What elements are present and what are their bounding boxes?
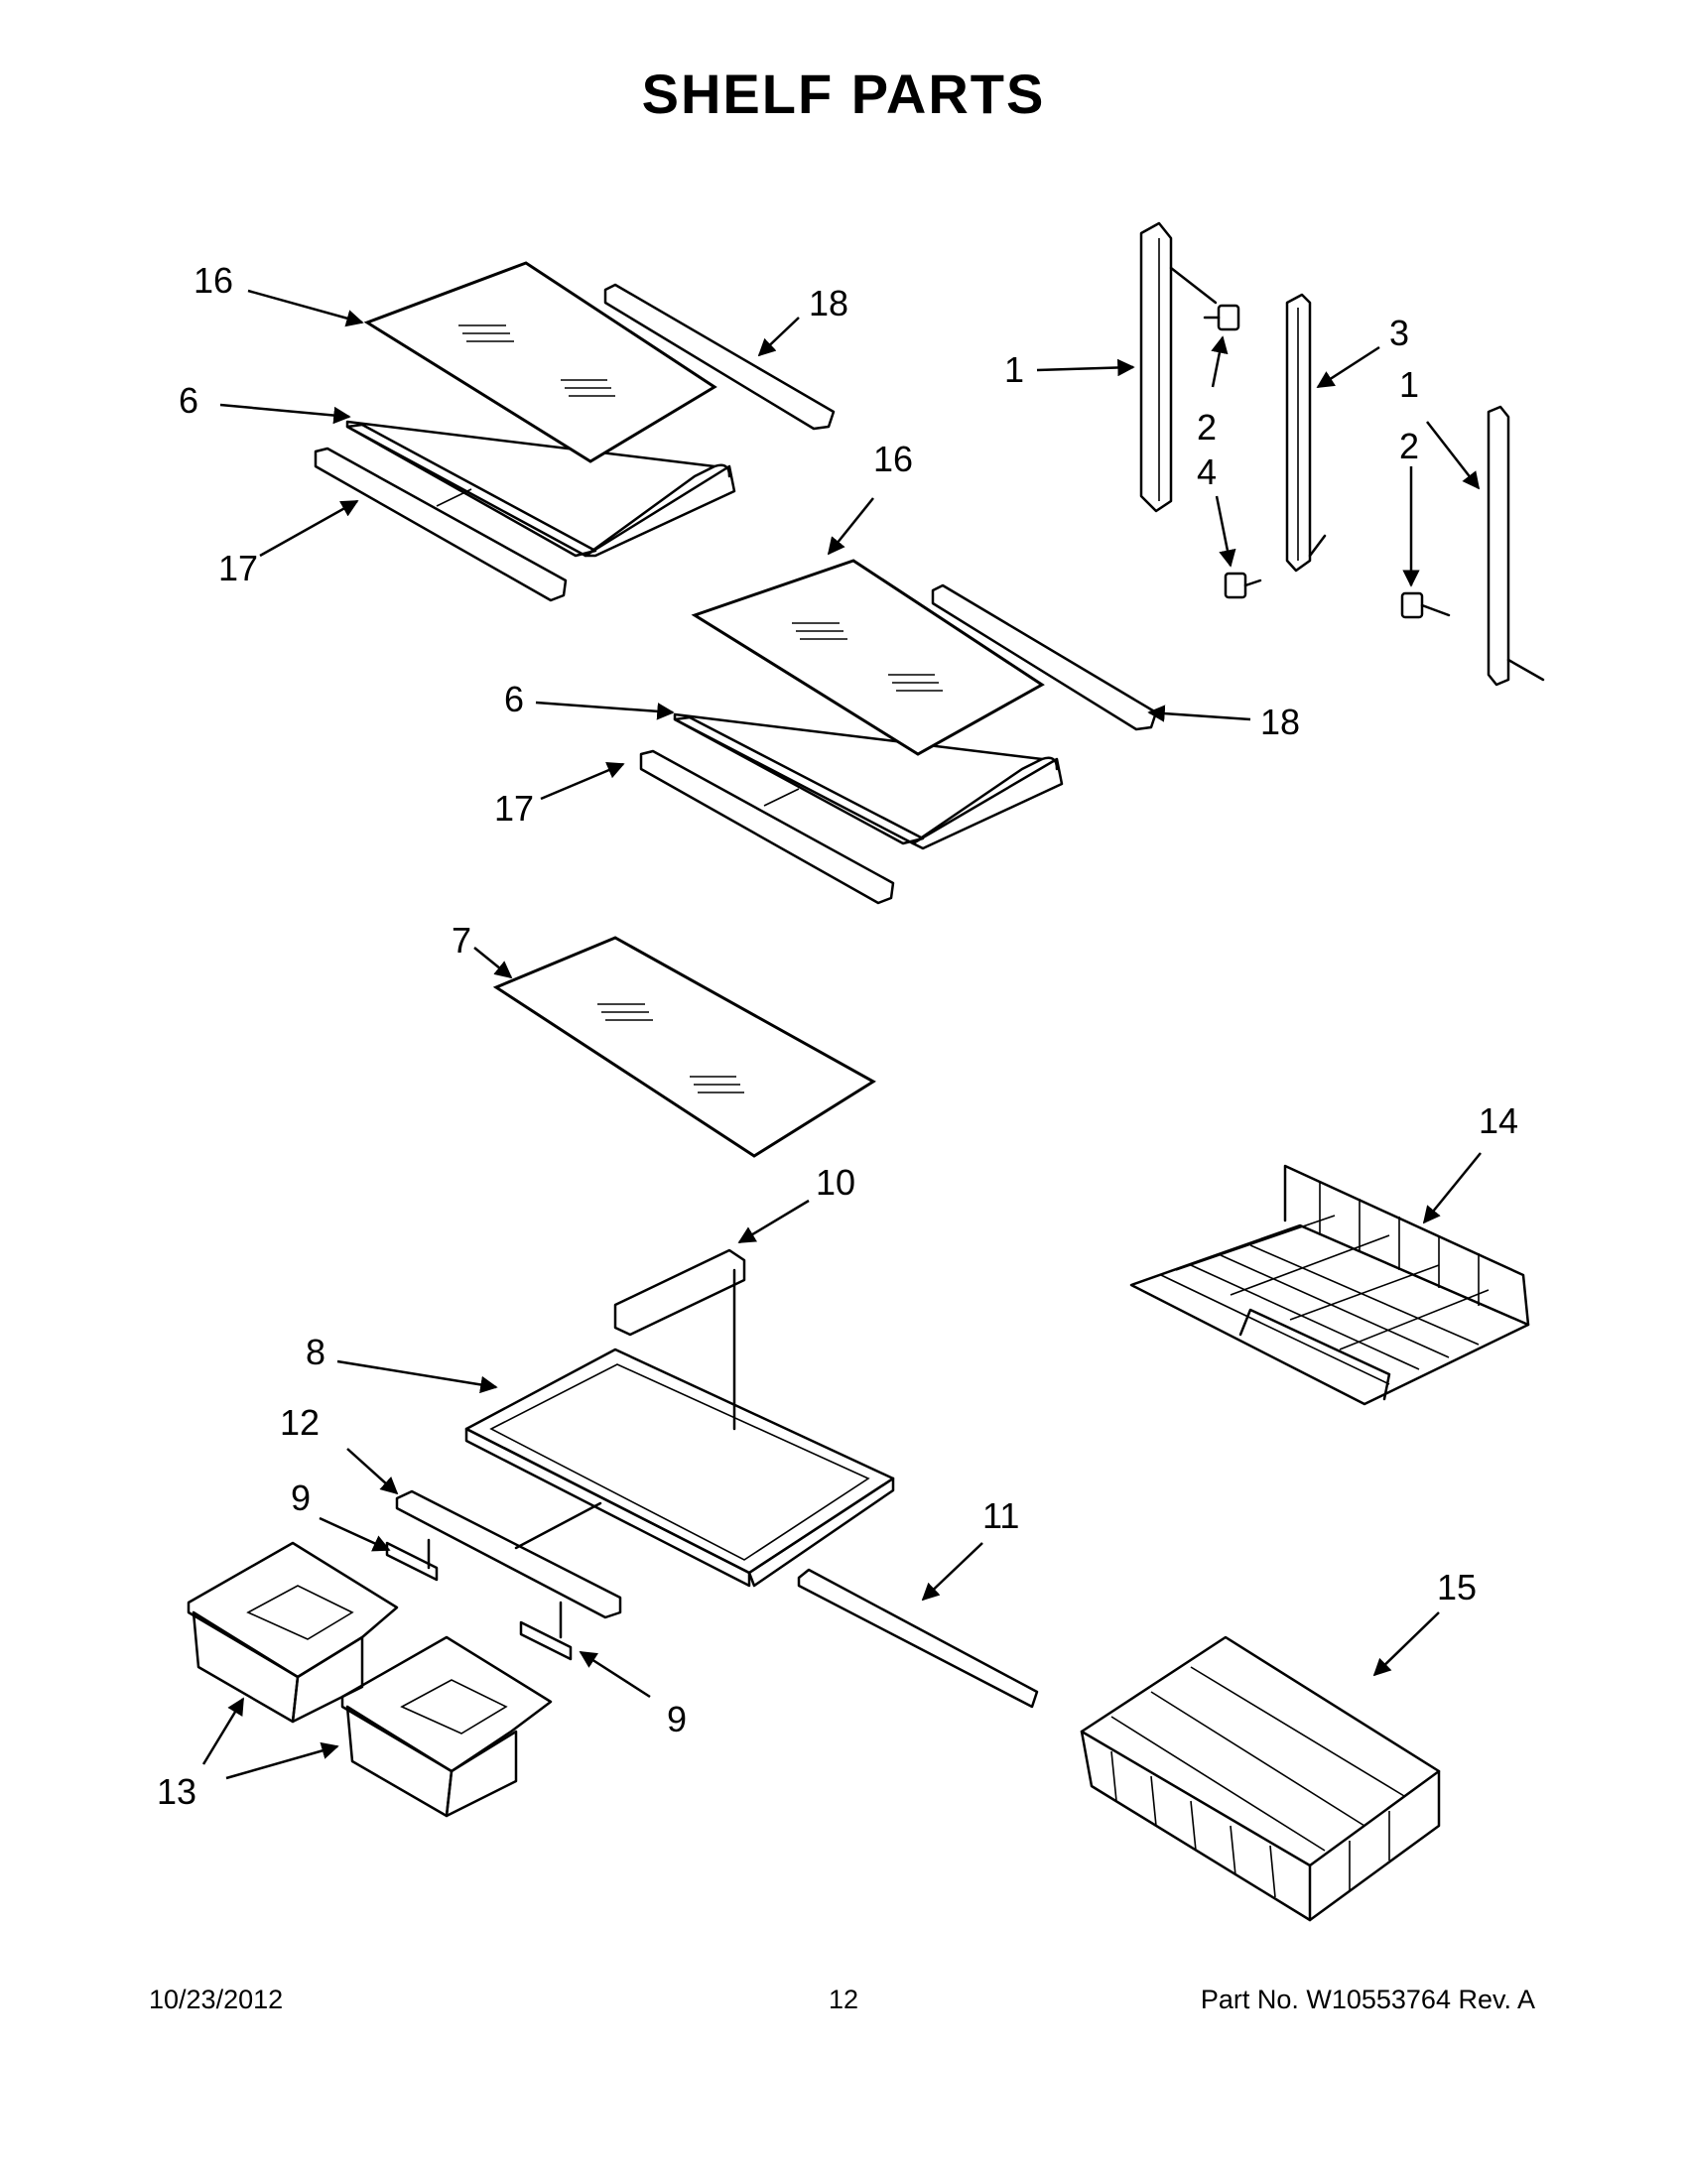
callout-16-middle: 16 <box>873 439 913 479</box>
upper-shelf-rear-trim <box>603 283 836 431</box>
callout-17-upper: 17 <box>218 548 258 588</box>
callout-2-right: 2 <box>1399 426 1419 466</box>
callout-4: 4 <box>1197 451 1217 492</box>
left-shelf-track <box>1139 221 1173 513</box>
crisper-front-trim <box>395 1489 622 1619</box>
callout-1-right: 1 <box>1399 364 1419 405</box>
callout-10: 10 <box>816 1162 855 1203</box>
callout-labels: 16 18 6 17 16 6 18 17 1 2 4 3 1 2 7 14 1… <box>157 260 1518 1812</box>
footer-part-number: Part No. W10553764 Rev. A <box>1200 1985 1535 2014</box>
middle-shelf-assembly <box>639 559 1158 905</box>
shelf-supports <box>1139 221 1545 687</box>
screw-middle <box>1224 572 1262 599</box>
crisper-drawer-right <box>340 1635 553 1773</box>
crisper-cover-rear-trim <box>613 1248 746 1337</box>
center-shelf-track <box>1285 293 1312 573</box>
callout-2-left: 2 <box>1197 407 1217 448</box>
crisper-drawers <box>187 1541 553 1818</box>
callout-17-middle: 17 <box>494 788 534 829</box>
upper-shelf-assembly <box>314 261 836 602</box>
crisper-drawer-left <box>187 1541 399 1679</box>
callout-leaders <box>201 289 1482 1780</box>
crisper-slide-lower <box>519 1601 573 1661</box>
callout-15: 15 <box>1437 1567 1477 1607</box>
callout-3: 3 <box>1389 313 1409 353</box>
glass-shelf <box>492 936 876 1158</box>
screw-upper <box>1203 304 1240 331</box>
page-title: SHELF PARTS <box>641 63 1046 125</box>
upper-shelf-glass <box>363 261 717 463</box>
callout-11: 11 <box>982 1495 1019 1536</box>
crisper-slide-upper <box>385 1538 439 1582</box>
callout-18-upper: 18 <box>809 283 848 323</box>
crisper-cover-rod <box>797 1568 1039 1709</box>
callout-14: 14 <box>1479 1100 1518 1141</box>
middle-shelf-rear-trim <box>931 583 1158 731</box>
wire-storage-basket <box>1080 1635 1441 1922</box>
callout-1-left: 1 <box>1004 349 1024 390</box>
callout-9-upper: 9 <box>291 1477 311 1518</box>
callout-9-lower: 9 <box>667 1699 687 1739</box>
wire-shelf-basket <box>1129 1164 1530 1406</box>
callout-13: 13 <box>157 1771 196 1812</box>
callout-8: 8 <box>306 1332 325 1372</box>
callout-16-upper: 16 <box>194 260 233 301</box>
footer-date: 10/23/2012 <box>149 1985 284 2014</box>
callout-6-upper: 6 <box>179 380 198 421</box>
callout-7: 7 <box>452 920 471 961</box>
upper-shelf-front-trim <box>314 447 568 602</box>
footer-page-number: 12 <box>828 1985 859 2014</box>
middle-shelf-glass <box>691 559 1045 756</box>
middle-shelf-front-trim <box>639 749 895 905</box>
callout-6-middle: 6 <box>504 679 524 719</box>
right-shelf-track <box>1487 405 1510 687</box>
callout-18-middle: 18 <box>1260 702 1300 742</box>
crisper-cover-assembly <box>385 1248 1039 1709</box>
screw-right <box>1400 591 1451 619</box>
callout-12: 12 <box>280 1402 320 1443</box>
